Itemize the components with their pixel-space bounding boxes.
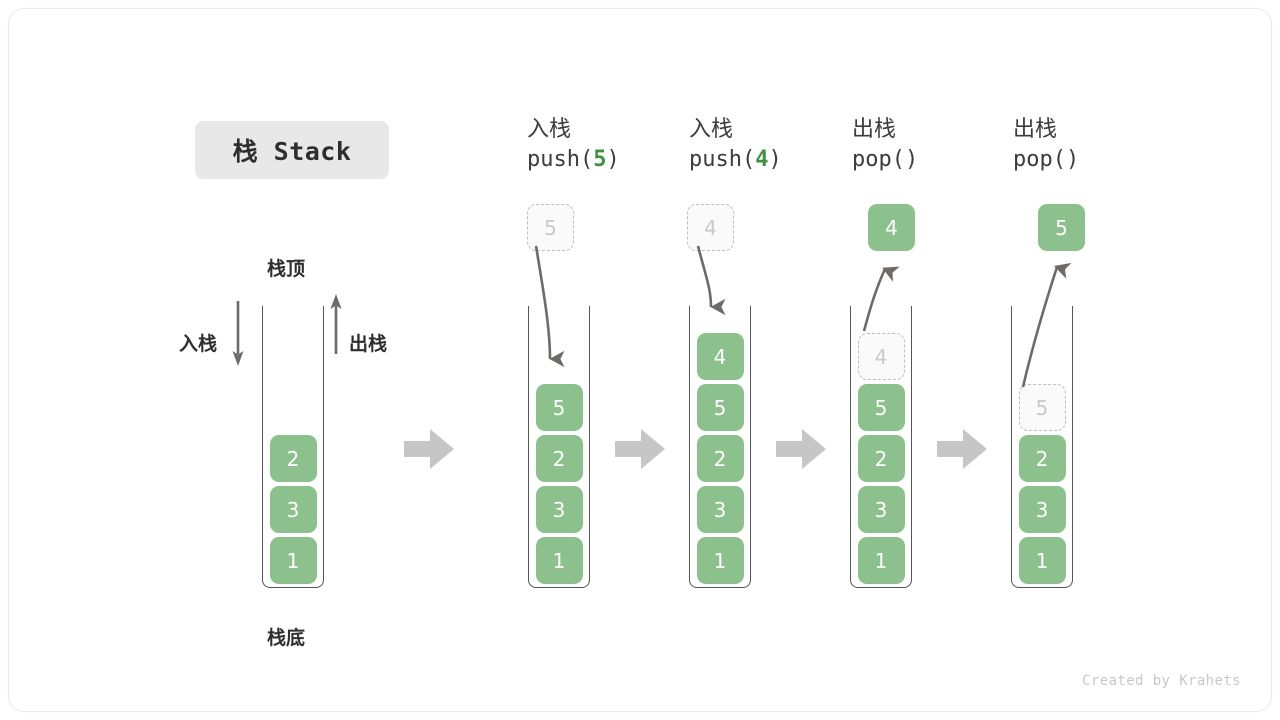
page-title-text: 栈 Stack bbox=[232, 137, 352, 166]
incoming-element-4: 4 bbox=[687, 204, 734, 251]
operation-name-cn: 出栈 bbox=[852, 117, 897, 142]
operation-code: push(4) bbox=[689, 145, 782, 175]
flow-arrow-3 bbox=[776, 429, 826, 469]
operation-code: push(5) bbox=[527, 145, 620, 175]
stack-element: 3 bbox=[1018, 486, 1066, 533]
stack-element: 2 bbox=[535, 435, 583, 482]
stack-element: 5 bbox=[857, 384, 905, 431]
push-direction-label: 入栈 bbox=[179, 333, 218, 355]
stack-element: 2 bbox=[857, 435, 905, 482]
operation-code-pre: pop( bbox=[1013, 146, 1066, 172]
stack-element: 3 bbox=[696, 486, 744, 533]
operation-code: pop() bbox=[1013, 145, 1079, 175]
operation-header-pop-2: 出栈 pop() bbox=[1013, 115, 1079, 174]
stack-element: 5 bbox=[535, 384, 583, 431]
push-arrow-4 bbox=[696, 245, 726, 316]
stack-items-initial: 1 3 2 bbox=[262, 431, 324, 584]
flow-arrow-4 bbox=[937, 429, 987, 469]
operation-code-post: ) bbox=[606, 146, 620, 172]
stack-items-pop-1: 1 3 2 5 4 bbox=[850, 329, 912, 584]
operation-code-arg: 5 bbox=[593, 146, 607, 172]
popped-element-5: 5 bbox=[1038, 204, 1085, 251]
stack-element: 1 bbox=[1018, 537, 1066, 584]
operation-code: pop() bbox=[852, 145, 918, 175]
operation-header-push-5: 入栈 push(5) bbox=[527, 115, 620, 174]
stack-element: 1 bbox=[535, 537, 583, 584]
stack-element: 2 bbox=[696, 435, 744, 482]
stack-items-push-5: 1 3 2 5 bbox=[528, 380, 590, 584]
stack-element: 2 bbox=[1018, 435, 1066, 482]
stack-bottom-label: 栈底 bbox=[267, 627, 306, 649]
arrows-overlay bbox=[232, 245, 1072, 469]
pop-direction-label: 出栈 bbox=[349, 333, 388, 355]
credit-label: Created by Krahets bbox=[1082, 673, 1241, 689]
stack-element-removed: 4 bbox=[857, 333, 905, 380]
stack-container-pop-2: 1 3 2 5 bbox=[1011, 306, 1073, 588]
popped-element-4: 4 bbox=[868, 204, 915, 251]
operation-code-pre: pop( bbox=[852, 146, 905, 172]
operation-code-pre: push( bbox=[689, 146, 756, 172]
operation-name-cn: 入栈 bbox=[527, 117, 572, 142]
diagram-card: 栈 Stack 栈顶 栈底 入栈 出栈 1 3 2 入栈 push(5) 5 1… bbox=[8, 8, 1272, 712]
flow-arrow-1 bbox=[404, 429, 454, 469]
operation-code-post: ) bbox=[904, 146, 919, 172]
stack-items-pop-2: 1 3 2 5 bbox=[1011, 380, 1073, 584]
operation-header-push-4: 入栈 push(4) bbox=[689, 115, 782, 174]
stack-element: 1 bbox=[269, 537, 317, 584]
stack-container-push-5: 1 3 2 5 bbox=[528, 306, 590, 588]
stack-container-pop-1: 1 3 2 5 4 bbox=[850, 306, 912, 588]
operation-code-arg: 4 bbox=[755, 146, 769, 172]
operation-code-pre: push( bbox=[527, 146, 594, 172]
stack-container-push-4: 1 3 2 5 4 bbox=[689, 306, 751, 588]
stack-top-label: 栈顶 bbox=[267, 258, 306, 280]
operation-name-cn: 入栈 bbox=[689, 117, 734, 142]
stack-element: 4 bbox=[696, 333, 744, 380]
stack-element: 3 bbox=[269, 486, 317, 533]
incoming-element-5: 5 bbox=[527, 204, 574, 251]
stack-element: 3 bbox=[857, 486, 905, 533]
flow-arrow-2 bbox=[615, 429, 665, 469]
push-direction-arrow bbox=[232, 301, 244, 366]
stack-element: 5 bbox=[696, 384, 744, 431]
operation-name-cn: 出栈 bbox=[1013, 117, 1058, 142]
stack-items-push-4: 1 3 2 5 4 bbox=[689, 329, 751, 584]
stack-element-removed: 5 bbox=[1018, 384, 1066, 431]
stack-element: 3 bbox=[535, 486, 583, 533]
operation-header-pop-1: 出栈 pop() bbox=[852, 115, 918, 174]
stack-element: 1 bbox=[696, 537, 744, 584]
operation-code-post: ) bbox=[1065, 146, 1080, 172]
operation-code-post: ) bbox=[768, 146, 782, 172]
stack-element: 1 bbox=[857, 537, 905, 584]
stack-element: 2 bbox=[269, 435, 317, 482]
pop-direction-arrow bbox=[330, 294, 342, 354]
page-title: 栈 Stack bbox=[195, 121, 389, 179]
stack-container-initial: 1 3 2 bbox=[262, 306, 324, 588]
